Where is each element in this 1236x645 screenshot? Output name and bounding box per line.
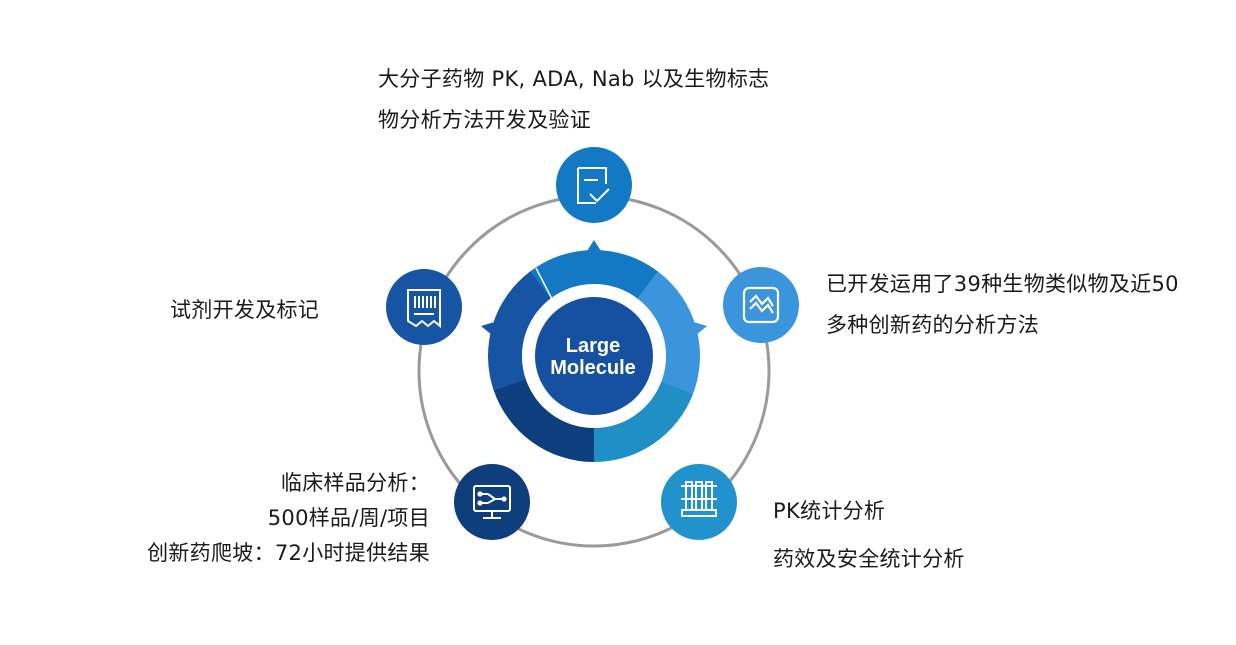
node-bottom-left-circle: [454, 464, 530, 540]
segment-left: [487, 271, 551, 391]
document-check-icon: [577, 167, 610, 204]
segment-right: [637, 271, 701, 396]
node-bottom-left: [454, 464, 530, 540]
center-label-line2: Molecule: [550, 357, 636, 379]
segment-bottom-right: [592, 381, 693, 462]
node-bottom-right: [661, 464, 737, 540]
node-top-circle: [556, 147, 632, 223]
node-right-top-circle: [723, 267, 799, 343]
label-top-line-1: 大分子药物 PK, ADA, Nab 以及生物标志: [378, 67, 770, 91]
barcode-receipt-icon: [407, 289, 441, 329]
pointer-left: [481, 318, 508, 345]
node-right-top: [723, 267, 799, 343]
label-bottom-left-line-2: 500样品/周/项目: [267, 506, 430, 530]
label-bottom-right-line-1: PK统计分析: [773, 499, 886, 523]
label-right-top-line-1: 已开发运用了39种生物类似物及近50: [826, 272, 1179, 296]
label-bottom-left-line-1: 临床样品分析：: [280, 471, 430, 495]
monitor-network-icon: [473, 485, 511, 519]
label-top: 大分子药物 PK, ADA, Nab 以及生物标志 物分析方法开发及验证: [378, 59, 769, 141]
label-left: 试剂开发及标记: [170, 290, 319, 331]
label-bottom-right: PK统计分析 药效及安全统计分析: [773, 487, 965, 583]
label-bottom-left: 临床样品分析： 500样品/周/项目 创新药爬坡：72小时提供结果: [147, 466, 430, 571]
center-circle: [535, 297, 653, 415]
label-top-line-2: 物分析方法开发及验证: [378, 108, 591, 132]
segment-top: [528, 250, 660, 300]
donut-segments: [481, 240, 707, 462]
label-left-line-1: 试剂开发及标记: [170, 298, 320, 322]
segment-separator: [535, 267, 554, 302]
label-right-top-line-2: 多种创新药的分析方法: [826, 313, 1039, 337]
label-bottom-right-line-2: 药效及安全统计分析: [773, 547, 965, 571]
pointer-top: [580, 240, 608, 262]
node-left: [386, 269, 462, 345]
pointer-right: [680, 318, 707, 345]
node-top: [556, 147, 632, 223]
line-chart-icon: [742, 286, 780, 324]
node-bottom-right-circle: [661, 464, 737, 540]
label-right-top: 已开发运用了39种生物类似物及近50 多种创新药的分析方法: [826, 264, 1179, 346]
test-tubes-icon: [681, 481, 717, 517]
segment-bottom-left: [493, 378, 594, 462]
label-bottom-left-line-3: 创新药爬坡：72小时提供结果: [147, 541, 430, 565]
center-label-line1: Large: [566, 335, 620, 357]
